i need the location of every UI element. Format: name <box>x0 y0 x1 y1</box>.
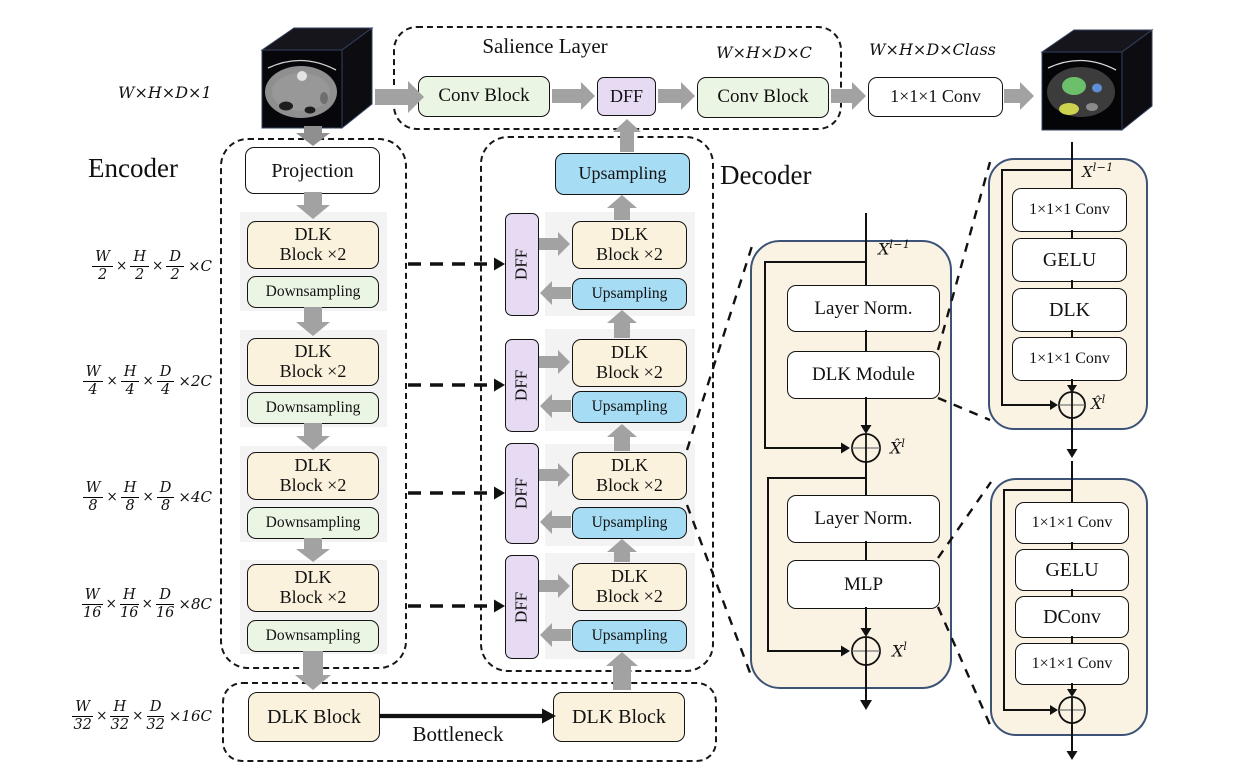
bottleneck-container <box>222 682 717 762</box>
mlp-detail-conv-out: 1×1×1 Conv <box>1015 643 1129 685</box>
salience-conv-block-2: Conv Block <box>697 77 829 118</box>
output-segmentation-image <box>1040 29 1154 132</box>
salience-conv-block-1: Conv Block <box>418 76 550 117</box>
encoder-stage4-downsampling: Downsampling <box>247 620 379 652</box>
dlk-module-input-label: Xl−1 <box>1082 161 1114 181</box>
dlk-block-sum2-label: Xl <box>892 640 908 661</box>
mlp-detail-dconv: DConv <box>1015 596 1129 638</box>
dlk-block-input-label: Xl−1 <box>878 238 911 259</box>
decoder-stage3-upsampling: Upsampling <box>572 507 687 539</box>
input-volume-image <box>260 27 374 130</box>
dlk-block-mlp: MLP <box>787 560 940 609</box>
salience-out-dim-label: W×H×D×C <box>716 43 812 62</box>
input-dim-label: W×H×D×1 <box>118 83 212 102</box>
projection-block: Projection <box>245 147 380 194</box>
final-conv-block: 1×1×1 Conv <box>868 77 1003 117</box>
dlk-block-sum1-label: X̂l <box>890 437 906 458</box>
mlp-detail-gelu: GELU <box>1015 549 1129 591</box>
output-dim-label: W×H×D×Class <box>869 40 996 59</box>
dlk-module-conv-in: 1×1×1 Conv <box>1012 188 1127 232</box>
decoder-stage2-upsampling: Upsampling <box>572 391 687 423</box>
decoder-stage1-upsampling: Upsampling <box>572 278 687 310</box>
decoder-stage4-dff: DFF <box>505 555 539 659</box>
mlp-detail-conv-in: 1×1×1 Conv <box>1015 502 1129 544</box>
salience-dff-block: DFF <box>597 77 656 116</box>
salience-layer-title: Salience Layer <box>482 34 608 58</box>
encoder-title: Encoder <box>88 153 178 183</box>
decoder-stage4-upsampling: Upsampling <box>572 620 687 652</box>
encoder-stage1-downsampling: Downsampling <box>247 276 379 308</box>
bottleneck-title: Bottleneck <box>412 722 504 746</box>
decoder-stage1-dff: DFF <box>505 213 539 316</box>
dlk-module-sum-label: X̂l <box>1091 393 1106 413</box>
decoder-stage3-dff: DFF <box>505 443 539 544</box>
encoder-stage3-downsampling: Downsampling <box>247 507 379 539</box>
bottleneck-dlk-block-1: DLK Block <box>248 692 380 742</box>
dlk-module-dlk: DLK <box>1012 288 1127 332</box>
decoder-stage2-dff: DFF <box>505 339 539 432</box>
dlk-block-dlk-module: DLK Module <box>787 351 940 399</box>
encoder-stage2-downsampling: Downsampling <box>247 392 379 424</box>
dlk-block-layer-norm-2: Layer Norm. <box>787 495 940 543</box>
dlk-block-layer-norm-1: Layer Norm. <box>787 285 940 332</box>
decoder-top-upsampling: Upsampling <box>555 153 690 195</box>
decoder-title: Decoder <box>720 160 812 190</box>
dlk-module-conv-out: 1×1×1 Conv <box>1012 337 1127 381</box>
dlk-module-gelu: GELU <box>1012 238 1127 282</box>
bottleneck-dlk-block-2: DLK Block <box>553 692 685 742</box>
